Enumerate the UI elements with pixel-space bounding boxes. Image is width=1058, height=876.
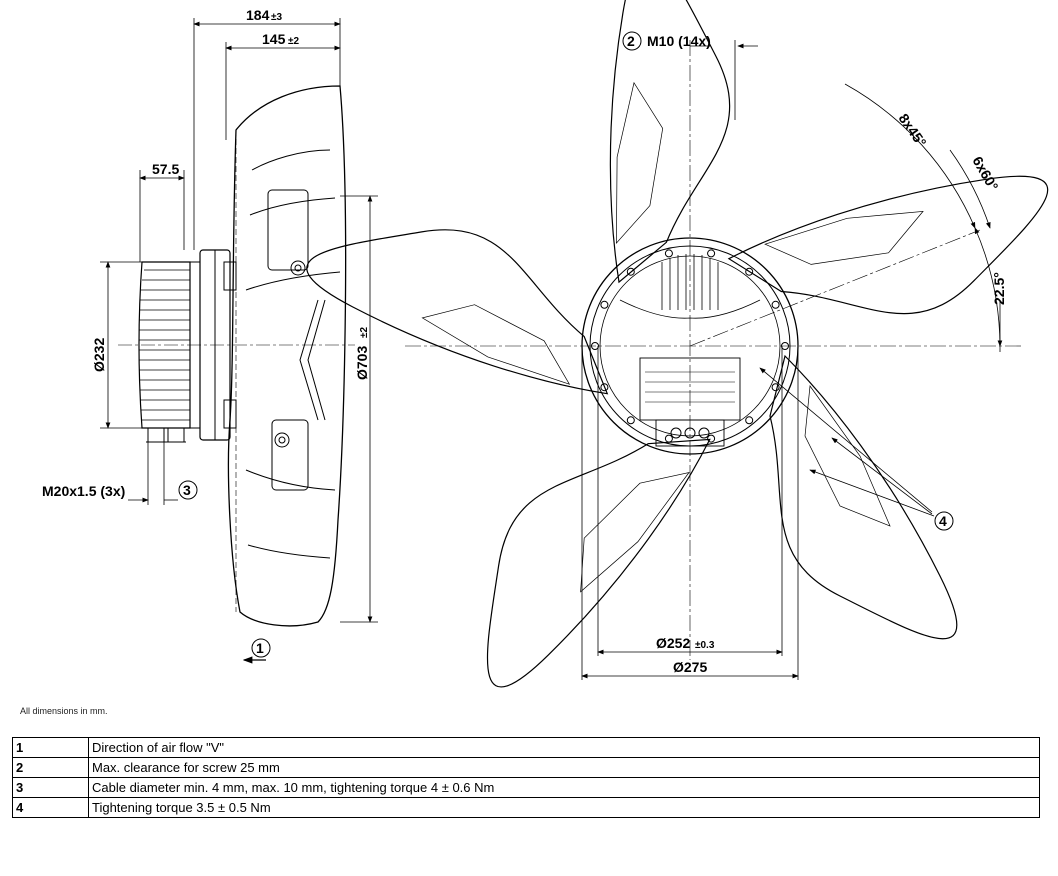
bolt-hole <box>600 383 609 392</box>
bolt-hole <box>600 300 609 309</box>
legend-num: 2 <box>12 757 89 778</box>
bolt-hole <box>745 416 754 425</box>
side-blade-outline <box>227 85 347 627</box>
legend-table: 1 Direction of air flow "V" 2 Max. clear… <box>12 737 1040 818</box>
fan-blade <box>727 175 1049 315</box>
svg-text:4: 4 <box>939 513 947 529</box>
bolt-hole <box>771 300 780 309</box>
dim-flange-dia: Ø275 <box>673 659 707 675</box>
dim-overall-depth: 184 <box>246 7 270 23</box>
svg-text:2: 2 <box>627 33 635 49</box>
bolt-hole <box>771 383 780 392</box>
blade-rib <box>764 210 924 265</box>
dim-fan-dia: Ø703 <box>354 346 370 380</box>
blade-rib <box>580 471 690 593</box>
dim-motor-dia: Ø232 <box>91 338 107 372</box>
dim-fan-dia-tol: ±2 <box>359 327 370 338</box>
motor-fins <box>139 269 190 421</box>
svg-text:3: 3 <box>183 482 191 498</box>
bolt-hole <box>664 434 673 443</box>
legend-text: Cable diameter min. 4 mm, max. 10 mm, ti… <box>88 777 1040 798</box>
legend-text: Direction of air flow "V" <box>88 737 1040 758</box>
dim-blade-depth: 145 <box>262 31 286 47</box>
dim-overall-depth-tol: ±3 <box>271 12 282 23</box>
legend-text: Tightening torque 3.5 ± 0.5 Nm <box>88 797 1040 818</box>
front-dimensions <box>581 40 1003 680</box>
legend-row: 2 Max. clearance for screw 25 mm <box>12 757 1040 778</box>
fan-blade <box>306 229 609 395</box>
dim-angle-6x60: 6x60° <box>969 154 1001 194</box>
dim-motor-offset: 57.5 <box>152 161 179 177</box>
legend-row: 3 Cable diameter min. 4 mm, max. 10 mm, … <box>12 777 1040 798</box>
fan-blade <box>486 438 711 688</box>
dim-blade-depth-tol: ±2 <box>288 36 299 47</box>
legend-num: 4 <box>12 797 89 818</box>
dim-bolt-circle-tol: ±0.3 <box>695 640 715 651</box>
legend-num: 1 <box>12 737 89 758</box>
motor-fins-front <box>619 254 761 319</box>
dim-bolt-circle: Ø252 <box>656 635 690 651</box>
fan-blades <box>306 0 1049 688</box>
front-dimension-labels: M10 (14x) 8x45° 6x60° 22.5° Ø252 ±0.3 Ø2… <box>647 33 1007 675</box>
front-view <box>306 0 1049 688</box>
legend-row: 4 Tightening torque 3.5 ± 0.5 Nm <box>12 797 1040 818</box>
bolt-hole <box>707 249 716 258</box>
blade-rib <box>804 385 891 527</box>
side-dimensions <box>100 18 378 664</box>
legend-row: 1 Direction of air flow "V" <box>12 737 1040 758</box>
callout-4: 4 <box>934 511 954 531</box>
dim-cable-gland: M20x1.5 (3x) <box>42 483 125 499</box>
callout-1: 1 <box>251 638 271 658</box>
dimensions-note: All dimensions in mm. <box>20 706 108 716</box>
legend-text: Max. clearance for screw 25 mm <box>88 757 1040 778</box>
blade-rib <box>616 81 664 245</box>
fan-blade <box>609 0 731 284</box>
technical-drawing: 184 ±3 145 ±2 57.5 Ø232 Ø703 ±2 M20x1.5 … <box>42 0 1049 688</box>
side-dimension-labels: 184 ±3 145 ±2 57.5 Ø232 Ø703 ±2 M20x1.5 … <box>42 7 370 499</box>
bolt-hole <box>664 249 673 258</box>
bolt-hole <box>707 434 716 443</box>
dim-angle-8x45: 8x45° <box>896 111 930 150</box>
legend-num: 3 <box>12 777 89 798</box>
callout-3: 3 <box>178 480 198 500</box>
bolt-hole <box>626 267 635 276</box>
callout-2: 2 <box>622 31 642 51</box>
svg-text:1: 1 <box>256 640 264 656</box>
dim-angle-22-5: 22.5° <box>991 272 1007 305</box>
dim-screw: M10 (14x) <box>647 33 711 49</box>
blade-rib <box>421 304 571 385</box>
bolt-hole <box>626 416 635 425</box>
bolt-hole <box>745 267 754 276</box>
side-view <box>118 85 355 627</box>
